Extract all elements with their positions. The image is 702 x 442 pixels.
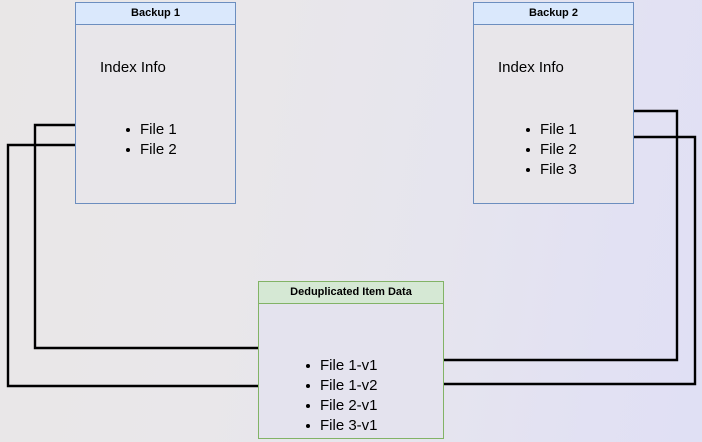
node-deduplicated-item-data[interactable]: Deduplicated Item Data File 1-v1 File 1-… (258, 281, 444, 439)
node-deduplicated-item-data-body: File 1-v1 File 1-v2 File 2-v1 File 3-v1 (259, 304, 443, 438)
node-backup-1-body: Index Info File 1 File 2 (76, 25, 235, 203)
list-item[interactable]: File 1-v1 (304, 356, 378, 376)
node-backup-1[interactable]: Backup 1 Index Info File 1 File 2 (75, 2, 236, 204)
node-deduplicated-item-data-file-list: File 1-v1 File 1-v2 File 2-v1 File 3-v1 (304, 356, 378, 436)
node-backup-2-title: Backup 2 (474, 3, 633, 25)
list-item[interactable]: File 1 (524, 120, 577, 140)
node-backup-1-file-list: File 1 File 2 (124, 120, 177, 160)
list-item[interactable]: File 2 (524, 140, 577, 160)
node-deduplicated-item-data-title: Deduplicated Item Data (259, 282, 443, 304)
node-backup-2[interactable]: Backup 2 Index Info File 1 File 2 File 3 (473, 2, 634, 204)
node-backup-1-subtitle: Index Info (100, 59, 166, 76)
node-backup-2-file-list: File 1 File 2 File 3 (524, 120, 577, 180)
list-item[interactable]: File 3 (524, 160, 577, 180)
list-item[interactable]: File 3-v1 (304, 416, 378, 436)
node-backup-1-title: Backup 1 (76, 3, 235, 25)
list-item[interactable]: File 1 (124, 120, 177, 140)
list-item[interactable]: File 1-v2 (304, 376, 378, 396)
node-backup-2-subtitle: Index Info (498, 59, 564, 76)
list-item[interactable]: File 2 (124, 140, 177, 160)
node-backup-2-body: Index Info File 1 File 2 File 3 (474, 25, 633, 203)
list-item[interactable]: File 2-v1 (304, 396, 378, 416)
